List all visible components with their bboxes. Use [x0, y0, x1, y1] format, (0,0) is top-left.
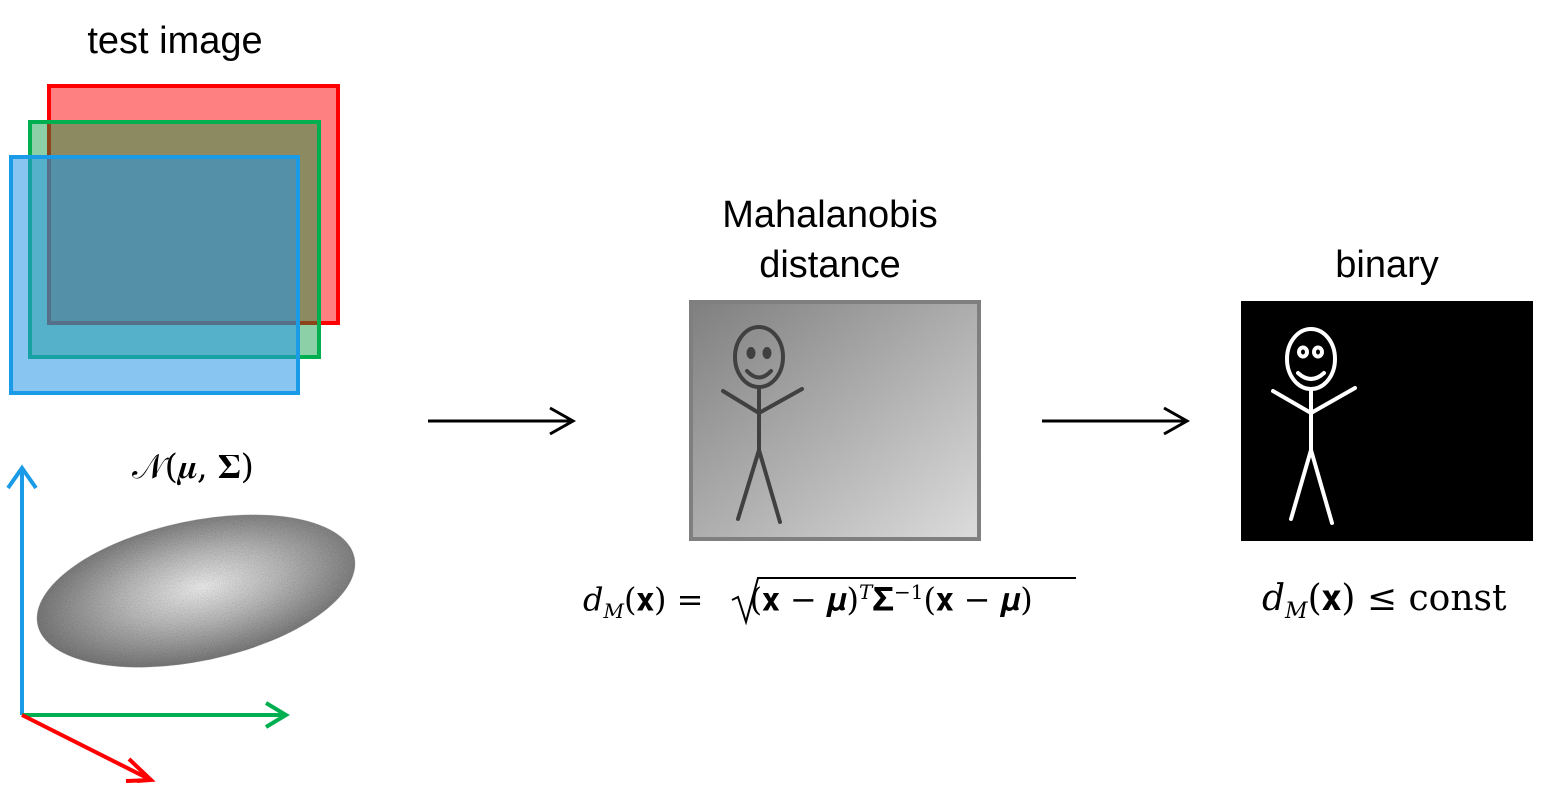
threshold-formula: dM(𝐱) ≤ const [1262, 578, 1506, 624]
covariance-symbol: 𝚺 [872, 580, 894, 619]
arrow-to-distance-head [549, 406, 577, 436]
gaussian-distribution-blob [36, 514, 356, 668]
blue-channel-layer [9, 155, 300, 395]
green-axis-arrowhead [264, 701, 290, 729]
mahalanobis-label-line2: distance [759, 244, 901, 286]
distance-subscript: M [603, 599, 624, 624]
threshold-rest: (𝐱) ≤ const [1307, 578, 1507, 619]
distance-image [689, 300, 981, 541]
stick-figure-icon [721, 325, 804, 524]
binary-stick-figure-icon [1271, 327, 1357, 525]
mahalanobis-label-line1: Mahalanobis [722, 194, 938, 236]
gaussian-formula: 𝒩(𝝁, 𝚺) [132, 447, 254, 487]
sqrt-radical [731, 577, 1076, 626]
test-image-label: test image [87, 20, 263, 62]
distance-formula: dM(𝐱) = (𝐱 − 𝝁)T𝚺−1(𝐱 − 𝝁) [583, 580, 1033, 623]
threshold-symbol: d [1262, 578, 1286, 619]
arrow-to-binary-head [1163, 406, 1191, 436]
distance-symbol: d [583, 580, 604, 619]
red-axis [21, 713, 152, 782]
blue-axis-arrowhead [6, 464, 38, 490]
binary-image [1241, 301, 1533, 541]
distance-term-a: (𝐱 − 𝝁) [749, 580, 859, 619]
threshold-subscript: M [1285, 599, 1308, 625]
inverse-superscript: −1 [893, 580, 924, 604]
transpose-superscript: T [858, 580, 873, 604]
distance-term-c: (𝐱 − 𝝁) [923, 580, 1033, 619]
distance-argument: (𝐱) = [623, 580, 714, 619]
red-axis-arrowhead [125, 757, 156, 783]
binary-label: binary [1335, 244, 1439, 286]
